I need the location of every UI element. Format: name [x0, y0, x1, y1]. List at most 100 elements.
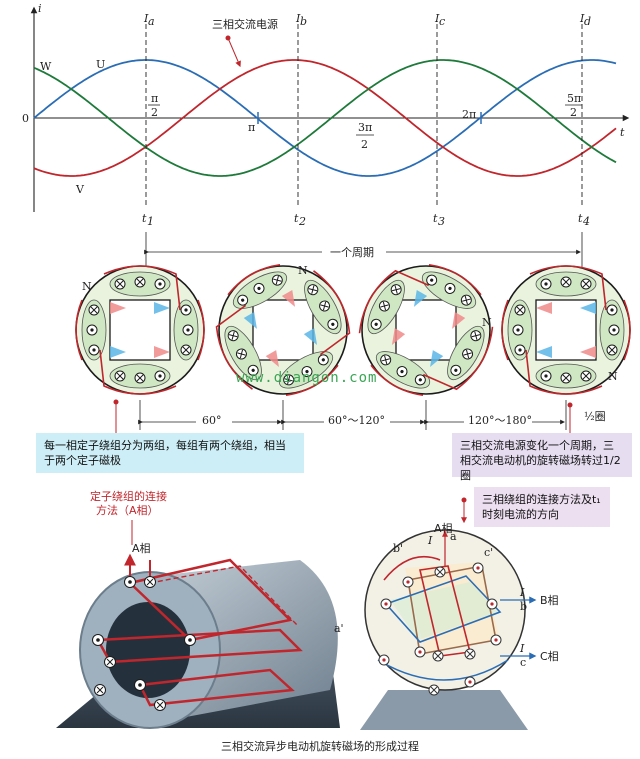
pole-marker [391, 328, 406, 345]
motor-bore [106, 602, 190, 698]
winding-base [360, 690, 528, 730]
pole-marker [452, 312, 466, 329]
current-cross [237, 352, 246, 356]
current-dot [612, 328, 616, 332]
current-dot [90, 328, 94, 332]
current-dot [494, 638, 498, 642]
current-cross [434, 652, 442, 660]
moment-top-3: I [434, 12, 440, 25]
moment-bottom-1: t [142, 212, 147, 225]
current-dot [305, 369, 309, 374]
pole-marker [154, 302, 170, 314]
coil-4 [377, 659, 509, 681]
pole-marker [536, 302, 552, 314]
pole-marker [265, 350, 279, 367]
dim-label-bg-2 [324, 413, 390, 427]
pole-marker [580, 302, 596, 314]
winding-a1 [127, 558, 293, 642]
current-cross [430, 686, 438, 694]
pole-marker [110, 302, 126, 314]
stator-3 [358, 263, 494, 397]
moment-top-sub-4: d [584, 15, 591, 28]
current-cross [582, 280, 590, 288]
current-cross [284, 378, 293, 382]
current-dot [490, 602, 494, 606]
current-dot [610, 308, 614, 312]
current-dot [241, 298, 245, 302]
flux-loops [501, 265, 631, 395]
winding-a2 [95, 628, 303, 664]
terminal-a: a [450, 530, 457, 543]
pole-marker [154, 346, 170, 358]
dim-label-bg-1 [196, 413, 232, 427]
pole-marker [536, 346, 552, 358]
source-label: 三相交流电源 [212, 17, 278, 31]
rotation-panel: 一个周期 N N N N 60° 60°～120° 120°～180° ½圈 [75, 232, 631, 433]
period-label: 一个周期 [330, 246, 374, 259]
winding-a3 [138, 668, 295, 707]
curve-label-u: U [96, 58, 105, 71]
current-cross [96, 686, 104, 694]
current-cross [308, 288, 318, 292]
moment-bottom-2: t [294, 212, 299, 225]
stator-poles [215, 263, 351, 397]
callout-winding-method: 三相绕组的连接方法及t₁时刻电流的方向 [474, 487, 610, 527]
moment-top-1: I [143, 12, 149, 25]
phase-a-label: A相 [434, 522, 453, 535]
current-dot [374, 322, 378, 326]
curve-w [33, 59, 617, 177]
current-dot [138, 683, 142, 687]
current-cross [273, 278, 282, 282]
pole-marker [580, 346, 596, 358]
current-dot [331, 322, 335, 326]
tick-3pi-half-den: 2 [361, 138, 368, 151]
current-dot [544, 374, 548, 378]
phase-curves [33, 59, 617, 177]
dim-label-bg-3 [464, 413, 532, 427]
current-ib-label: I [519, 586, 525, 599]
tick-5pi-half-den: 2 [570, 106, 577, 119]
moment-bottom-sub-3: 3 [438, 215, 445, 228]
current-dot [257, 286, 261, 291]
current-dot [516, 328, 520, 332]
current-dot [476, 566, 480, 570]
moment-bottom-4: t [578, 212, 583, 225]
current-dot [468, 680, 472, 684]
coil-5 [383, 556, 441, 581]
tick-pi: π [248, 121, 255, 134]
current-cross [320, 304, 329, 308]
stator-method-line1: 定子绕组的连接 [90, 489, 167, 503]
current-cross [582, 372, 590, 380]
current-cross [116, 280, 124, 288]
callout-field-rotation: 三相交流电源变化一个周期，三相交流电动机的旋转磁场转过1/2圈 [452, 433, 632, 482]
current-dot [518, 348, 522, 352]
current-cross [382, 301, 387, 311]
stator-4 [501, 265, 631, 395]
current-cross [394, 285, 398, 294]
terminal-c: c [520, 656, 526, 669]
current-dot [418, 378, 422, 382]
stator-poles [75, 265, 205, 395]
current-cross [116, 372, 124, 380]
current-cross [90, 306, 98, 314]
figure-caption: 三相交流异步电动机旋转磁场的形成过程 [221, 740, 419, 753]
moment-bottom-sub-4: 4 [582, 215, 590, 228]
winding-diagram-panel: A相 B相 C相 I I I a b c a' b' c' [334, 497, 559, 730]
watermark: www.diangon.com [236, 370, 378, 386]
current-dot [251, 368, 255, 372]
current-dot [321, 358, 325, 362]
current-dot [454, 368, 458, 372]
current-dot [400, 369, 404, 374]
flux-loops [358, 263, 494, 397]
angle-label-1: 60° [202, 414, 222, 427]
moment-bottom-sub-2: 2 [298, 215, 306, 228]
current-ic-label: I [519, 642, 525, 655]
current-cross [436, 568, 444, 576]
pole-marker [413, 290, 428, 307]
phase-b-label: B相 [540, 594, 559, 607]
north-label-2: N [298, 264, 308, 277]
angle-label-2: 60°～120° [328, 414, 385, 427]
stator-1 [75, 265, 205, 395]
tick-pi-half-den: 2 [151, 106, 158, 119]
